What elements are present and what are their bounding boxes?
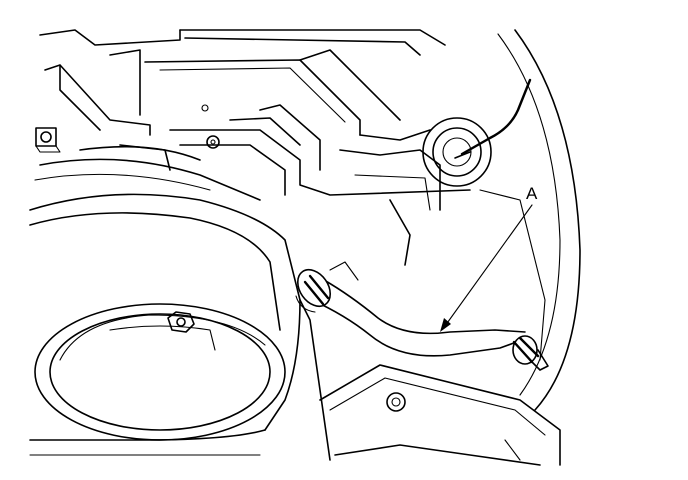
hose-clamp-right: [512, 335, 549, 371]
grommet-cap: [422, 78, 532, 187]
callout-a-label: A: [526, 184, 538, 203]
mounting-bracket: [119, 104, 471, 266]
fan-opening: [34, 303, 286, 441]
housing-outline: [479, 29, 581, 411]
upper-housing: [39, 29, 446, 141]
callout-a: A: [440, 184, 538, 332]
blower-housing: [29, 145, 301, 456]
coolant-hose: [295, 261, 549, 371]
bolt-top-left: [35, 127, 61, 153]
bolt-center: [167, 311, 195, 333]
lower-panel: [299, 299, 561, 466]
hose-clamp-left: [295, 268, 332, 313]
